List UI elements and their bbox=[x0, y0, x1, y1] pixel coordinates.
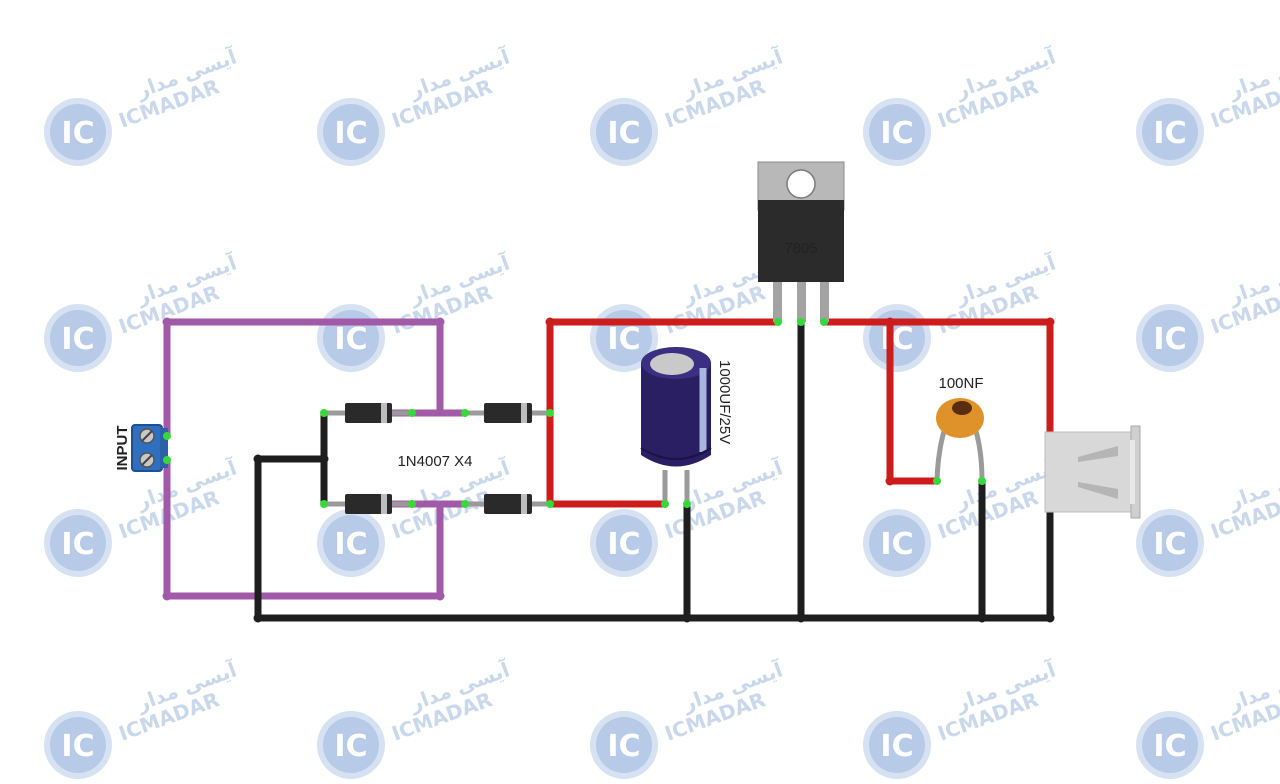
watermark-ic-text: IC bbox=[880, 116, 913, 151]
pin-marker bbox=[408, 500, 416, 508]
pin-marker bbox=[546, 409, 554, 417]
diode-bridge bbox=[345, 403, 532, 514]
junction-dot bbox=[885, 317, 895, 327]
watermark-ic-text: IC bbox=[61, 322, 94, 357]
watermark-ic-text: IC bbox=[334, 527, 367, 562]
black-wire-ground-link bbox=[254, 455, 1054, 622]
capacitor-value-label: 1000UF/25V bbox=[716, 360, 733, 444]
pin-marker bbox=[408, 409, 416, 417]
junction-dot bbox=[1045, 317, 1055, 327]
watermark-ic-text: IC bbox=[1153, 116, 1186, 151]
junction-dot bbox=[435, 591, 445, 601]
junction-dot bbox=[796, 613, 806, 623]
ceramic-capacitor bbox=[933, 398, 986, 485]
usb-connector bbox=[1044, 425, 1141, 519]
purple-wire-top bbox=[163, 318, 444, 439]
watermark-ic-text: IC bbox=[607, 729, 640, 764]
watermark-ic-text: IC bbox=[334, 116, 367, 151]
pin-marker bbox=[163, 432, 171, 440]
watermark-ic-text: IC bbox=[607, 116, 640, 151]
ceramic-capacitor-label: 100NF bbox=[938, 375, 983, 392]
pin-marker bbox=[320, 500, 328, 508]
junction-dot bbox=[885, 476, 895, 486]
diode bbox=[484, 494, 532, 514]
diode bbox=[484, 403, 532, 423]
junction-dot bbox=[162, 317, 172, 327]
junction-dot bbox=[162, 591, 172, 601]
pin-marker bbox=[978, 477, 986, 485]
pin-marker bbox=[683, 500, 691, 508]
pin-marker bbox=[933, 477, 941, 485]
pin-marker bbox=[461, 409, 469, 417]
junction-dot bbox=[319, 454, 329, 464]
input-label: INPUT bbox=[114, 426, 131, 471]
junction-dot bbox=[253, 613, 263, 623]
junction-dot bbox=[545, 317, 555, 327]
pin-marker bbox=[546, 500, 554, 508]
junction-dot bbox=[1045, 613, 1055, 623]
watermark-ic-text: IC bbox=[1153, 322, 1186, 357]
diode-label: 1N4007 X4 bbox=[397, 453, 472, 470]
junction-dot bbox=[977, 613, 987, 623]
diode bbox=[345, 403, 392, 423]
mounting-hole bbox=[786, 169, 816, 199]
junction-dot bbox=[682, 613, 692, 623]
watermark-ic-text: IC bbox=[334, 322, 367, 357]
pin-marker bbox=[661, 500, 669, 508]
watermark-ic-text: IC bbox=[1153, 729, 1186, 764]
watermark-ic-text: IC bbox=[607, 527, 640, 562]
watermark-ic-text: IC bbox=[880, 322, 913, 357]
regulator-label: 7805 bbox=[784, 240, 817, 257]
watermark-ic-text: IC bbox=[607, 322, 640, 357]
watermark-ic-text: IC bbox=[61, 116, 94, 151]
watermark-ic-text: IC bbox=[334, 729, 367, 764]
pin-marker bbox=[461, 500, 469, 508]
pin-marker bbox=[774, 318, 782, 326]
watermark-ic-text: IC bbox=[1153, 527, 1186, 562]
watermark-ic-text: IC bbox=[880, 527, 913, 562]
diode bbox=[345, 494, 392, 514]
input-terminal-block bbox=[131, 424, 171, 472]
junction-dot bbox=[253, 454, 263, 464]
pin-markers bbox=[320, 409, 691, 508]
watermark-ic-text: IC bbox=[880, 729, 913, 764]
watermark-ic-text: IC bbox=[61, 729, 94, 764]
pin-marker bbox=[797, 318, 805, 326]
pin-marker bbox=[820, 318, 828, 326]
electrolytic-capacitor bbox=[640, 347, 712, 504]
watermark-ic-text: IC bbox=[61, 527, 94, 562]
pin-marker bbox=[163, 456, 171, 464]
pin-marker bbox=[320, 409, 328, 417]
voltage-regulator bbox=[757, 161, 845, 326]
junction-dot bbox=[435, 317, 445, 327]
junctions bbox=[162, 317, 1055, 623]
